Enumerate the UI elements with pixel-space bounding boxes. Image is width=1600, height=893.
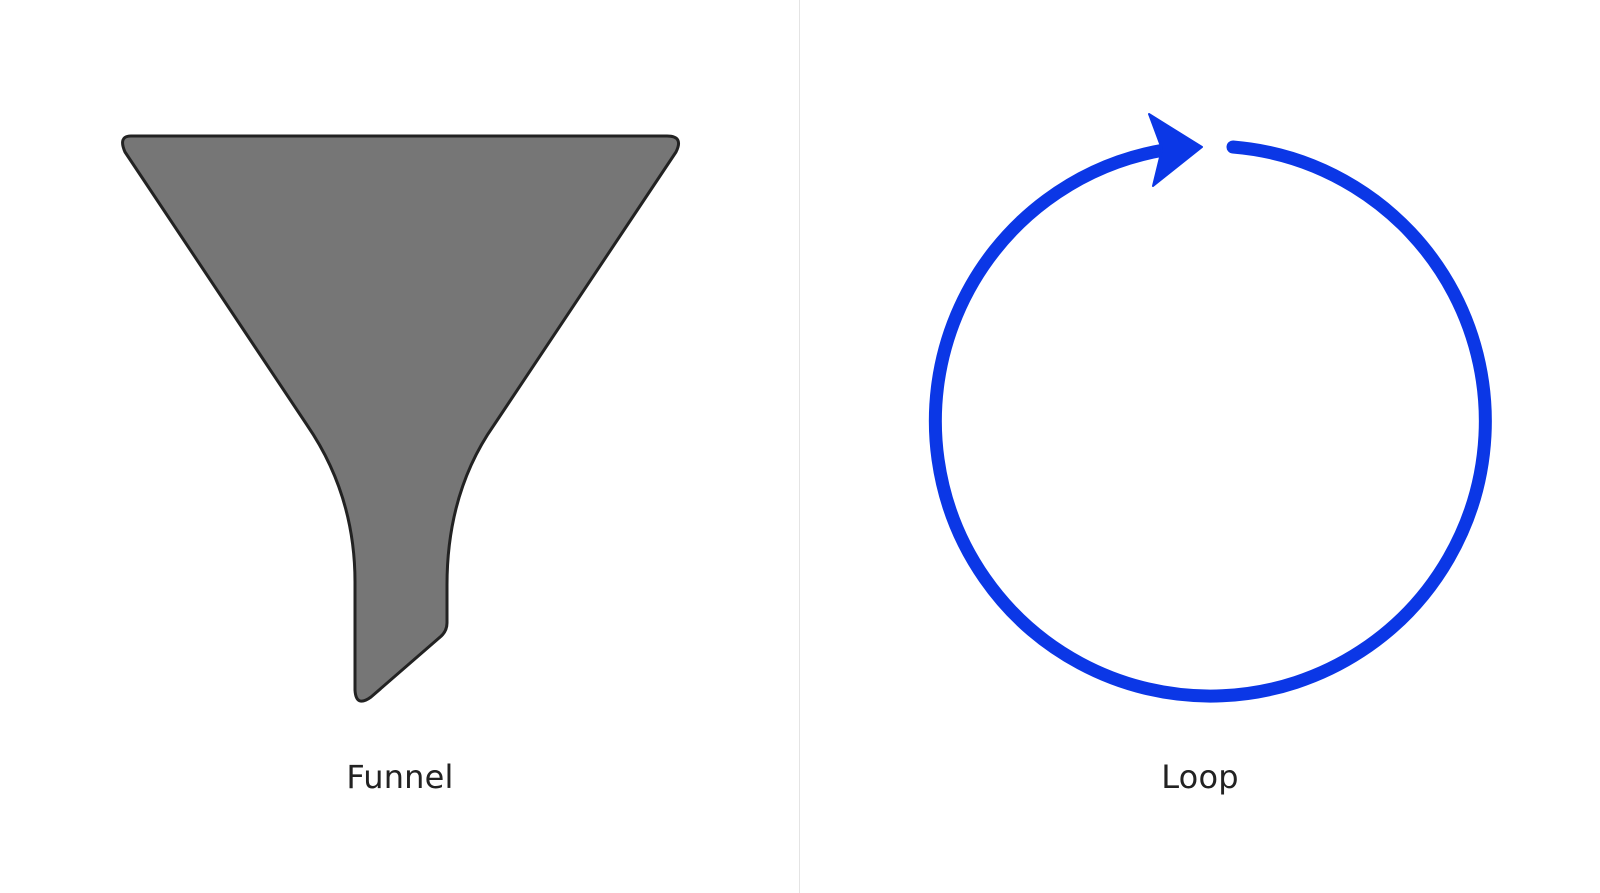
loop-label: Loop <box>1161 758 1239 796</box>
loop-arrowhead <box>1148 113 1203 187</box>
loop-arrow-icon <box>928 113 1492 703</box>
funnel-label: Funnel <box>346 758 454 796</box>
funnel-shape <box>121 134 680 703</box>
loop-icon-container <box>800 0 1600 893</box>
funnel-icon-container <box>121 134 680 703</box>
loop-arc <box>928 140 1492 703</box>
funnel-panel: Funnel <box>121 134 680 796</box>
loop-panel: Loop <box>800 0 1600 893</box>
panel-divider <box>799 0 800 893</box>
funnel-icon <box>121 134 680 703</box>
